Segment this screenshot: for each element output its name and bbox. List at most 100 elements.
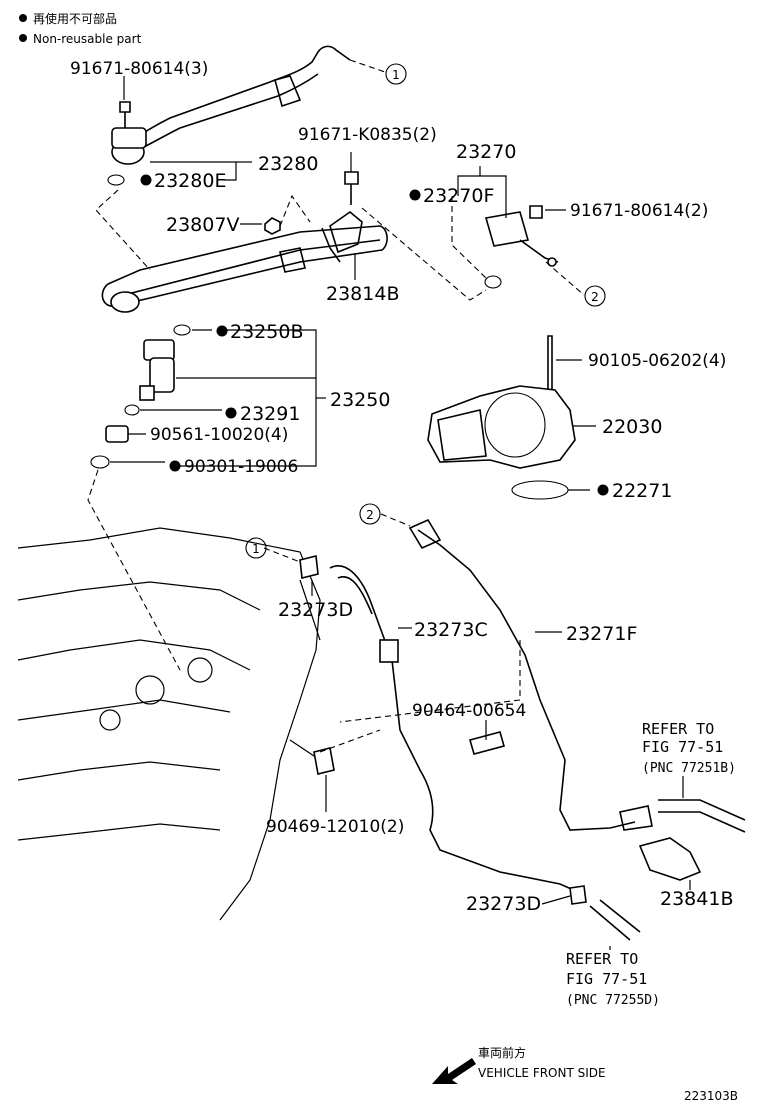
engine-block [17, 527, 321, 921]
fuel-hoses [299, 518, 746, 941]
engine-line-6 [17, 823, 221, 841]
label-23807v: 23807V [166, 214, 239, 236]
label-91671-80614-3: 91671-80614(3) [70, 59, 208, 79]
throttle-bore [484, 392, 546, 458]
ref1-line3: (PNC 77251B) [642, 761, 736, 776]
damper-flange [111, 127, 147, 149]
engine-outline-right [17, 527, 321, 921]
label-22271: 22271 [612, 480, 672, 502]
callout-1-top [385, 63, 407, 85]
rail-mount-bracket [329, 210, 363, 254]
fuel-pipe-upper-2 [117, 73, 319, 161]
label-23841b: 23841B [660, 888, 733, 910]
label-91671-80614-2: 91671-80614(2) [570, 201, 708, 221]
label-90105: 90105-06202(4) [588, 351, 726, 371]
sensor-body [484, 211, 530, 247]
rail-end-cap [110, 291, 140, 313]
callout-2-right [584, 285, 606, 307]
label-23270: 23270 [456, 141, 516, 163]
legend-en: Non-reusable part [33, 32, 142, 46]
label-23273d-top: 23273D [278, 599, 353, 621]
label-23271f: 23271F [566, 623, 637, 645]
callout-1-bottom [245, 537, 267, 559]
label-90561: 90561-10020(4) [150, 425, 288, 445]
bolt-80614-2 [529, 205, 543, 219]
hose-clamp-upper [379, 639, 399, 663]
label-23250b: 23250B [230, 321, 303, 343]
label-22030: 22030 [602, 416, 662, 438]
nonreusable-dot-icon [597, 484, 609, 496]
injector-connector [143, 339, 175, 361]
injector-body [149, 357, 175, 393]
pressure-sensor-assembly [484, 205, 559, 289]
engine-line-3 [17, 639, 251, 671]
injector-assembly [90, 324, 191, 469]
ref2-line3: (PNC 77255D) [566, 993, 660, 1008]
legend-jp: 再使用不可部品 [33, 11, 117, 26]
part-labels: 91671-80614(3) 91671-K0835(2) 23280E 232… [70, 59, 733, 915]
o-ring-90301 [90, 455, 110, 469]
ref2-line1: REFER TO [566, 950, 638, 968]
footer: 車両前方 VEHICLE FRONT SIDE 223103B [432, 1045, 738, 1103]
pipe-bracket [274, 75, 302, 108]
o-ring-23250b [173, 324, 191, 336]
hose-23273c [329, 565, 579, 893]
legend-dot-icon [19, 14, 27, 22]
clip-90469 [313, 747, 335, 775]
callout-1-top-label: 1 [392, 68, 400, 82]
hose-23271f [417, 529, 636, 831]
o-ring-23270f [484, 275, 502, 289]
fuel-line-77255d [589, 905, 631, 941]
quick-connector [619, 805, 653, 831]
engine-line-5 [17, 761, 221, 781]
label-90464: 90464-00654 [412, 701, 526, 721]
callout-1-bottom-label: 1 [252, 542, 260, 556]
label-23280: 23280 [258, 153, 318, 175]
throttle-body [427, 385, 576, 469]
label-90469: 90469-12010(2) [266, 817, 404, 837]
rail-clip [279, 247, 306, 273]
sensor-tip [547, 257, 557, 267]
label-23250: 23250 [330, 389, 390, 411]
reference-notes: REFER TO FIG 77-51 (PNC 77251B) REFER TO… [566, 720, 736, 1008]
fuel-line-77251b [658, 799, 746, 821]
gasket-22271 [511, 480, 569, 500]
nut-23807v [264, 217, 281, 235]
bolt-k0835 [344, 171, 359, 205]
bolt-80614-3 [119, 101, 131, 128]
nonreusable-dot-icon [216, 325, 228, 337]
label-90301: 90301-19006 [184, 457, 298, 477]
callout-2-bottom-label: 2 [366, 508, 374, 522]
label-23814b: 23814B [326, 283, 399, 305]
nonreusable-dot-icon [169, 460, 181, 472]
engine-line-4 [17, 699, 231, 721]
hose-connector [408, 518, 442, 550]
label-23291: 23291 [240, 403, 300, 425]
ref1-line1: REFER TO [642, 720, 714, 738]
o-ring-23280e [107, 174, 125, 186]
throttle-motor [437, 409, 487, 461]
injector-nozzle [139, 385, 155, 401]
vehicle-front-arrow-icon [432, 1058, 476, 1084]
clip-23273d-top [299, 555, 319, 579]
legend-dot-icon [19, 34, 27, 42]
fuel-rail-assembly [101, 45, 388, 313]
callout-2-bottom [359, 503, 381, 525]
front-jp: 車両前方 [478, 1045, 526, 1060]
callouts: 1 2 2 1 [245, 63, 606, 559]
bolt-90105 [547, 335, 553, 397]
label-23273c: 23273C [414, 619, 488, 641]
washer-23291 [124, 404, 140, 416]
front-en: VEHICLE FRONT SIDE [478, 1066, 606, 1080]
label-23280e: 23280E [154, 170, 226, 192]
label-91671-k0835: 91671-K0835(2) [298, 125, 437, 145]
seal-90561 [105, 425, 129, 443]
figure-id: 223103B [684, 1089, 738, 1103]
leader-lines [110, 76, 691, 950]
legend: 再使用不可部品 Non-reusable part [19, 11, 142, 46]
engine-line-2 [17, 581, 261, 611]
assembly-lines [87, 59, 585, 753]
nonreusable-dot-icon [225, 407, 237, 419]
nonreusable-dot-icon [140, 174, 152, 186]
